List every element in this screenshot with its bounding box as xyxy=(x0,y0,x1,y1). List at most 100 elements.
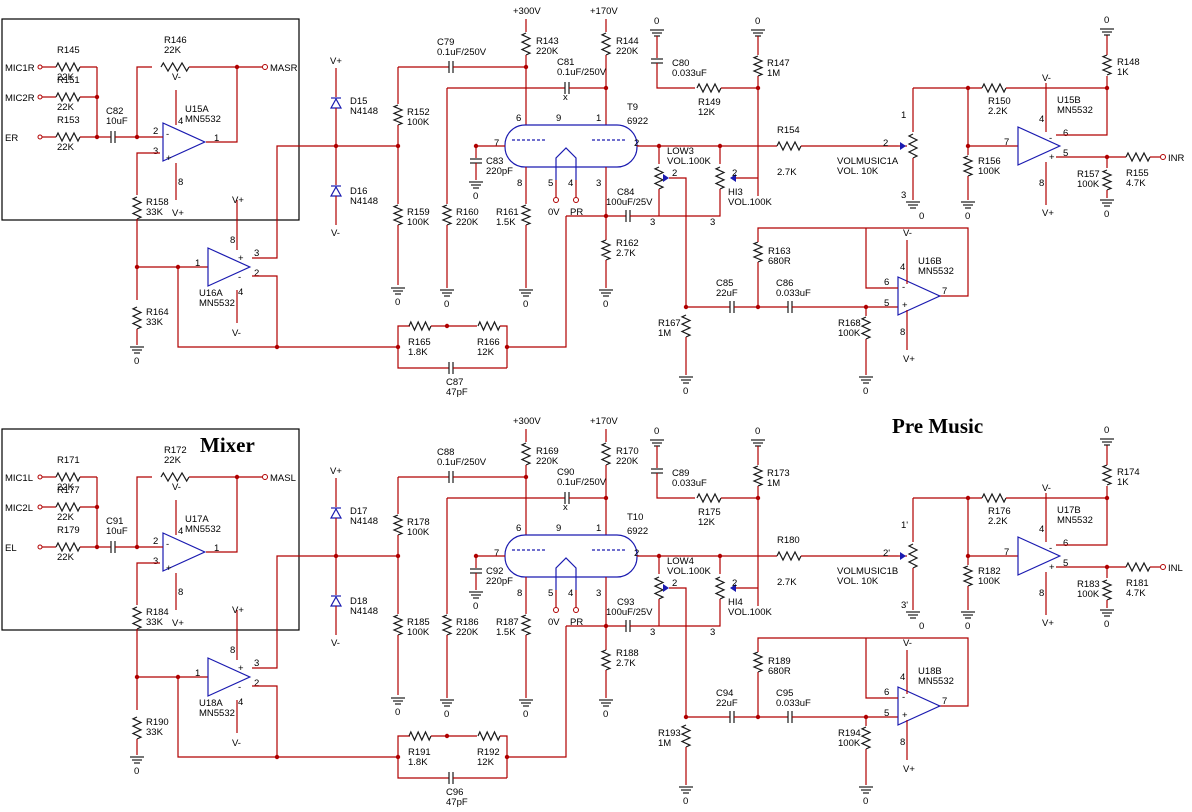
resistor-value: 12K xyxy=(477,347,495,358)
heater-label: 0V xyxy=(548,207,560,218)
input-label: MIC1L xyxy=(5,473,33,484)
rail-label: V- xyxy=(331,228,340,239)
resistor-symbol xyxy=(520,32,532,56)
wire xyxy=(507,626,567,758)
resistor-value: 12K xyxy=(477,757,495,768)
input-label: MIC1R xyxy=(5,63,35,74)
resistor-value: 2.2K xyxy=(988,516,1008,527)
tube-pin-number: 2 xyxy=(634,138,639,149)
cap-ref: C82 xyxy=(106,106,123,117)
cap-ref: C92 xyxy=(486,566,503,577)
cap-value: 0.1uF/250V xyxy=(557,477,607,488)
wire xyxy=(177,267,398,348)
resistor-value: 1.5K xyxy=(496,217,516,228)
ic-ref: U17B xyxy=(1057,505,1081,516)
resistor-symbol xyxy=(962,155,974,177)
cap-value: 220pF xyxy=(486,166,513,177)
resistor-ref: R191 xyxy=(408,747,431,758)
junction-dot xyxy=(444,323,450,329)
pot-ref: VOLMUSIC1A xyxy=(837,156,899,167)
resistor-value: 100K xyxy=(407,217,430,228)
diode-type: N4148 xyxy=(350,606,378,617)
junction-dot xyxy=(603,495,609,501)
tube-pin-number: 9 xyxy=(556,113,561,124)
opamp-minus: - xyxy=(166,129,169,140)
pin-number: 4 xyxy=(178,526,183,537)
resistor-value: 1.8K xyxy=(408,757,428,768)
wire xyxy=(206,477,238,553)
resistor-symbol xyxy=(441,614,453,636)
pin-number: 8 xyxy=(230,235,235,246)
resistor-ref: R147 xyxy=(767,58,790,69)
resistor-ref: R161 xyxy=(496,207,519,218)
resistor-value: 22K xyxy=(57,102,75,113)
resistor-ref: R188 xyxy=(616,648,639,659)
resistor-symbol xyxy=(1125,151,1151,163)
junction-dot xyxy=(333,553,339,559)
hv-rail-label: +300V xyxy=(513,416,541,427)
resistor-value: 1M xyxy=(658,328,671,339)
resistor-symbol xyxy=(441,204,453,226)
resistor-value: 220K xyxy=(456,627,479,638)
pin-number: 3 xyxy=(710,217,715,228)
resistor-symbol xyxy=(981,492,1007,504)
rail-label: V- xyxy=(331,638,340,649)
wire xyxy=(252,275,278,347)
tube-pin-number: 3 xyxy=(596,588,601,599)
resistor-value: 220K xyxy=(616,46,639,57)
resistor-value: 22K xyxy=(57,512,75,523)
ground-label: 0 xyxy=(654,16,659,27)
pot-value: VOL.100K xyxy=(728,197,772,208)
ground-label: 0 xyxy=(395,297,400,308)
pin-number: 8 xyxy=(900,737,905,748)
resistor-ref: R185 xyxy=(407,617,430,628)
resistor-symbol xyxy=(907,133,919,159)
pot-ref: LOW4 xyxy=(667,556,694,567)
heater-label: 0V xyxy=(548,617,560,628)
pin-number: 1 xyxy=(214,133,219,144)
resistor-symbol xyxy=(1125,561,1151,573)
diode-symbol xyxy=(329,185,343,197)
ground-label: 0 xyxy=(603,299,608,310)
resistor-value: 100K xyxy=(838,738,861,749)
pin-number: 8 xyxy=(900,327,905,338)
pin-number: 6 xyxy=(884,277,889,288)
tube-heater xyxy=(555,147,577,180)
resistor-value: 2.7K xyxy=(777,167,797,178)
ic-type: MN5532 xyxy=(199,298,235,309)
tube-ref: T9 xyxy=(627,102,638,113)
resistor-symbol xyxy=(520,614,532,636)
resistor-symbol xyxy=(962,565,974,587)
resistor-value: 1M xyxy=(658,738,671,749)
pin-number: 4 xyxy=(1039,524,1044,535)
junction-dot xyxy=(94,504,100,510)
opamp-plus: + xyxy=(1049,152,1055,163)
cap-ref: C95 xyxy=(776,688,793,699)
resistor-ref: R173 xyxy=(767,468,790,479)
diode-type: N4148 xyxy=(350,106,378,117)
resistor-ref: R168 xyxy=(838,318,861,329)
resistor-value: 100K xyxy=(978,576,1001,587)
resistor-symbol xyxy=(477,730,501,742)
ground-label: 0 xyxy=(1104,209,1109,220)
resistor-symbol xyxy=(907,543,919,569)
pin-number: 1 xyxy=(901,110,906,121)
ic-type: MN5532 xyxy=(918,266,954,277)
wire xyxy=(1056,76,1108,136)
resistor-ref: R190 xyxy=(146,717,169,728)
wire xyxy=(252,685,278,757)
resistor-symbol xyxy=(131,196,143,220)
tube-pin-number: 4 xyxy=(568,178,573,189)
pot-ref: LOW3 xyxy=(667,146,694,157)
ground-label: 0 xyxy=(444,709,449,720)
rail-label: V- xyxy=(1042,73,1051,84)
cap-value: 0.033uF xyxy=(672,478,707,489)
resistor-ref: R169 xyxy=(536,446,559,457)
junction-dot xyxy=(523,474,529,480)
opamp-symbol xyxy=(897,276,942,316)
cap-ref: C96 xyxy=(446,787,463,798)
resistor-ref: R144 xyxy=(616,36,639,47)
output-terminal xyxy=(262,474,268,480)
rail-label: V- xyxy=(172,482,181,493)
junction-dot xyxy=(603,85,609,91)
